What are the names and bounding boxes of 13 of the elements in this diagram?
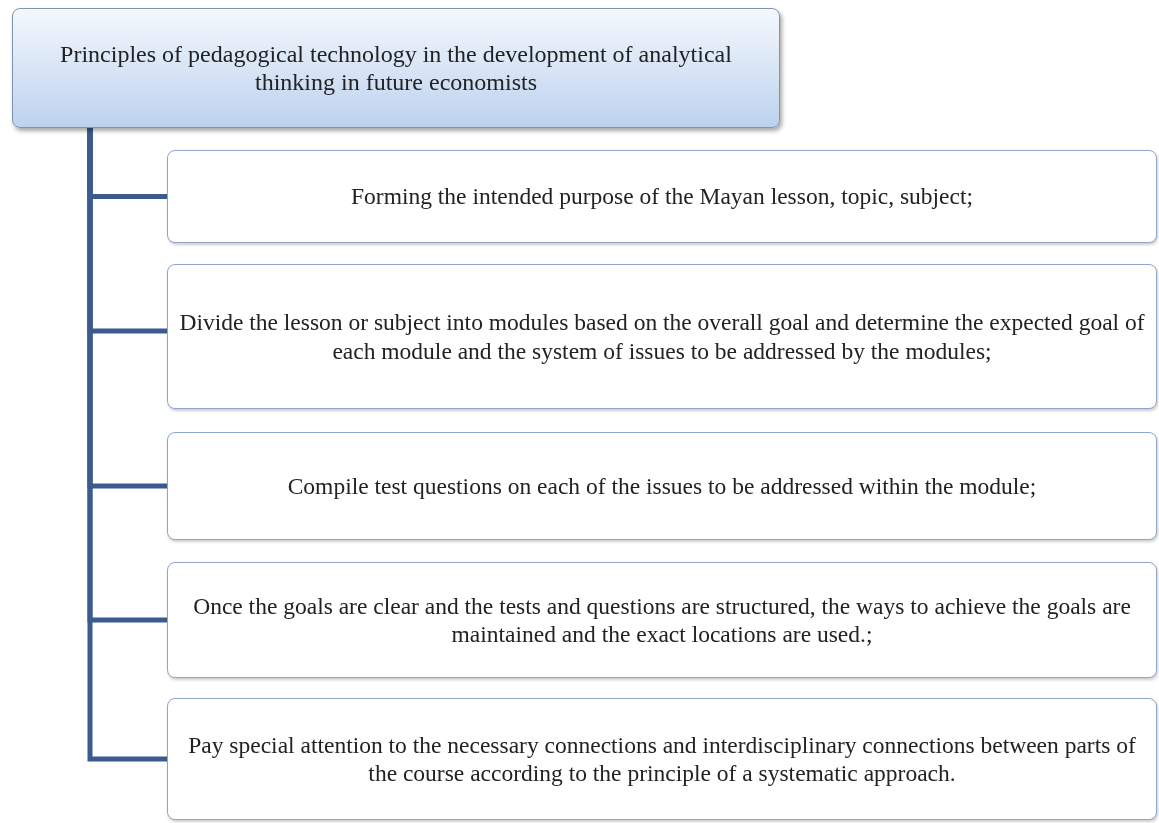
- title-text: Principles of pedagogical technology in the development of analytical thinking in future economists: [59, 39, 733, 97]
- principle-box: [167, 264, 1157, 409]
- principle-text: Divide the lesson or subject into modules based on the overall goal and determine the expected goal of each module and the system of issues to be addressed by the modules;: [178, 308, 1146, 365]
- connector-line: [87, 128, 167, 762]
- principle-text: Compile test questions on each of the issues to be addressed within the module;: [287, 471, 1037, 501]
- principle-text: Forming the intended purpose of the Mayan lesson, topic, subject;: [351, 182, 973, 211]
- principle-text: Once the goals are clear and the tests and questions are structured, the ways to achieve the goals are maintained and the exact locations are used.;: [192, 591, 1132, 649]
- principle-text: Pay special attention to the necessary connections and interdisciplinary connections between parts of the course according to the principle of a systematic approach.: [187, 730, 1137, 788]
- principle-box: [167, 698, 1157, 820]
- principle-box: [167, 150, 1157, 243]
- title-box: [12, 8, 780, 128]
- principle-box: [167, 432, 1157, 540]
- principle-box: [167, 562, 1157, 678]
